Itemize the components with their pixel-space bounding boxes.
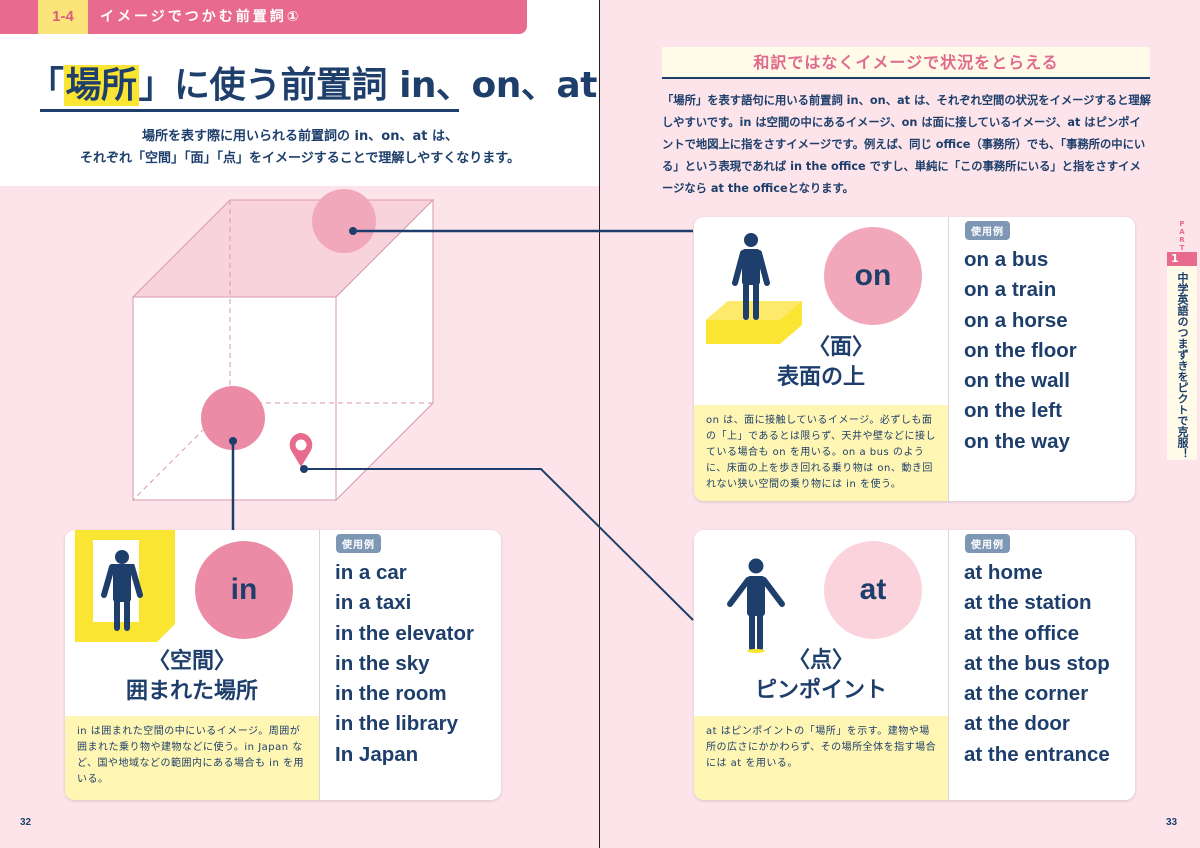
card-divider — [948, 530, 949, 800]
example-item: at home — [964, 561, 1043, 584]
prep-circle-in: in — [195, 541, 293, 639]
title-underline — [40, 109, 459, 112]
examples-badge-in: 使用例 — [336, 534, 381, 553]
page-subtitle: 場所を表す際に用いられる前置詞の in、on、at は、 それぞれ「空間」「面」… — [30, 126, 570, 170]
example-item: on a train — [964, 278, 1057, 302]
concept-on: 表面の上 — [776, 365, 865, 390]
card-on-illustration: on 〈面〉 表面の上 on は、面に接触しているイメージ。必ずしも面の「上」で… — [694, 217, 948, 501]
example-item: on the floor — [964, 338, 1077, 362]
subtitle-line-2: それぞれ「空間」「面」「点」をイメージすることで理解しやすくなります。 — [80, 151, 520, 166]
examples-list-at: at home at the station at the office at … — [964, 558, 1110, 770]
part-number: 1 — [1167, 252, 1197, 266]
subtitle-line-1: 場所を表す際に用いられる前置詞の in、on、at は、 — [142, 129, 458, 144]
example-item: at the door — [964, 712, 1070, 736]
example-item: in a taxi — [335, 591, 412, 615]
card-at-illustration: at 〈点〉 ピンポイント at はピンポイントの「場所」を示す。建物や場所の広… — [694, 530, 948, 800]
example-item: at the corner — [964, 682, 1089, 706]
note-on: on は、面に接触しているイメージ。必ずしも面の「上」であるとは限らず、天井や壁… — [694, 405, 948, 501]
section-number: 1-4 — [38, 0, 88, 34]
note-at: at はピンポイントの「場所」を示す。建物や場所の広さにかかわらず、その場所全体… — [694, 716, 948, 800]
title-highlight: 場所 — [63, 65, 139, 106]
example-item: In Japan — [335, 742, 419, 766]
right-heading: 和訳ではなくイメージで状況をとらえる — [662, 47, 1150, 79]
prep-circle-on: on — [824, 227, 922, 325]
concept-in: 囲まれた場所 — [125, 679, 258, 704]
concept-bracket-in: 〈空間〉 — [147, 649, 236, 674]
example-item: at the station — [964, 591, 1092, 615]
note-in: in は囲まれた空間の中にいるイメージ。周囲が囲まれた乗り物や建物などに使う。i… — [65, 716, 319, 800]
example-item: at the bus stop — [964, 651, 1110, 675]
right-body-text: 「場所」を表す語句に用いる前置詞 in、on、at は、それぞれ空間の状況をイメ… — [662, 94, 1151, 195]
concept-at: ピンポイント — [754, 678, 887, 703]
title-open-bracket: 「 — [28, 65, 64, 106]
examples-badge-at: 使用例 — [965, 534, 1010, 553]
section-header-band: 1-4 イメージでつかむ前置詞① — [0, 0, 527, 34]
examples-list-on: on a bus on a train on a horse on the fl… — [964, 245, 1077, 457]
examples-badge-on: 使用例 — [965, 221, 1010, 240]
card-divider — [948, 217, 949, 501]
book-title-vertical: 中学英語のつまずきをピクトで克服！ — [1167, 266, 1197, 460]
example-item: on the wall — [964, 369, 1070, 393]
example-item: in the library — [335, 712, 459, 736]
card-divider — [319, 530, 320, 800]
page-number-left: 32 — [20, 817, 32, 828]
example-item: at the entrance — [964, 742, 1110, 766]
page-title: 「場所」に使う前置詞 in、on、at — [28, 56, 597, 108]
example-item: at the office — [964, 621, 1080, 645]
card-in-illustration: in 〈空間〉 囲まれた場所 in は囲まれた空間の中にいるイメージ。周囲が囲ま… — [65, 530, 319, 800]
card-in: in 〈空間〉 囲まれた場所 in は囲まれた空間の中にいるイメージ。周囲が囲ま… — [65, 530, 501, 800]
example-item: in the sky — [335, 651, 430, 675]
concept-bracket-at: 〈点〉 — [787, 648, 854, 673]
right-page: 和訳ではなくイメージで状況をとらえる 「場所」を表す語句に用いる前置詞 in、o… — [600, 0, 1200, 848]
example-item: in the room — [335, 682, 447, 706]
example-item: on the left — [964, 399, 1062, 423]
example-item: on a horse — [964, 308, 1068, 332]
section-title: イメージでつかむ前置詞① — [100, 9, 302, 25]
example-item: in the elevator — [335, 621, 474, 645]
title-rest: 」に使う前置詞 in、on、at — [138, 65, 598, 106]
person-standing-icon — [727, 558, 785, 653]
example-item: on a bus — [964, 248, 1049, 271]
card-on: on 〈面〉 表面の上 on は、面に接触しているイメージ。必ずしも面の「上」で… — [694, 217, 1135, 501]
card-at: at 〈点〉 ピンポイント at はピンポイントの「場所」を示す。建物や場所の広… — [694, 530, 1135, 800]
page-number-right: 33 — [1166, 817, 1178, 828]
examples-list-in: in a car in a taxi in the elevator in th… — [335, 558, 474, 770]
example-item: on the way — [964, 429, 1070, 453]
person-on-platform-icon — [706, 233, 802, 344]
concept-bracket-on: 〈面〉 — [807, 335, 874, 360]
example-item: in a car — [335, 561, 407, 584]
left-page: 1-4 イメージでつかむ前置詞① 「場所」に使う前置詞 in、on、at 場所を… — [0, 0, 600, 828]
person-in-box-icon — [75, 530, 175, 642]
book-spine — [599, 0, 600, 848]
prep-circle-at: at — [824, 541, 922, 639]
